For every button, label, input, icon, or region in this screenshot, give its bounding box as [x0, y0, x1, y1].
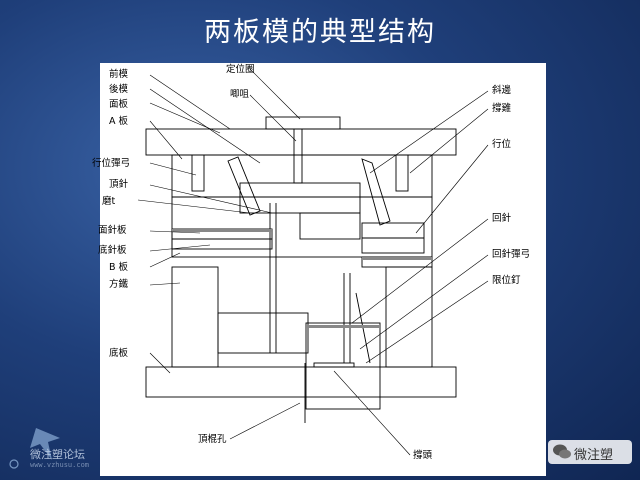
- label-angle-pin: 斜邊: [492, 85, 512, 96]
- page-title: 两板模的典型结构: [204, 17, 436, 48]
- support-pillar-shape: [313, 362, 355, 368]
- ejector-plate-shape: [171, 238, 273, 250]
- spacer-block-left-shape: [171, 266, 219, 368]
- label-front-mold: 前模: [109, 69, 129, 80]
- face-plate-shape: [145, 128, 457, 156]
- label-slider-spring: 行位彈弓: [92, 158, 131, 169]
- label-ejector-plate: 底針板: [98, 245, 127, 256]
- slider-spring-right-shape: [395, 154, 409, 192]
- bottom-plate-shape: [145, 366, 457, 398]
- spacer-block-right-shape: [385, 266, 433, 368]
- forum-url: www.vzhusu.com: [30, 461, 90, 469]
- label-sprue: 唧咀: [230, 89, 250, 100]
- angle-pin-right-shape: [361, 158, 391, 226]
- label-stop-pin: 限位釘: [492, 275, 521, 286]
- forum-logo-icon: [9, 428, 60, 469]
- label-return-pin: 回針: [492, 213, 512, 224]
- label-return-spring: 回針彈弓: [492, 249, 531, 260]
- locating-ring-shape: [265, 116, 341, 130]
- forum-watermark: 微注塑论坛: [30, 448, 85, 461]
- drawing-sheet: 前模 後模 面板 A 板 行位彈弓 頂針 磨t 面針板 底針板 B 板 方鐵 底…: [92, 63, 546, 476]
- label-wear-plate: 磨t: [102, 196, 116, 207]
- label-a-plate: A 板: [109, 116, 129, 127]
- label-ejector-retainer-plate: 面針板: [98, 225, 127, 236]
- wechat-icon: [553, 444, 571, 459]
- label-face-plate: 面板: [109, 99, 129, 110]
- mold-structure-drawing: [137, 68, 489, 456]
- label-rear-mold: 後模: [109, 84, 129, 95]
- label-spacer-block: 方鐵: [109, 279, 129, 290]
- label-heel-block: 撐雞: [492, 103, 512, 114]
- label-locating-ring: 定位圈: [226, 64, 255, 75]
- label-slider: 行位: [492, 139, 512, 150]
- label-b-plate: B 板: [109, 262, 129, 273]
- label-ejector-pin: 頂針: [109, 179, 129, 190]
- label-bottom-plate: 底板: [109, 348, 129, 359]
- slider-spring-left-shape: [191, 154, 205, 192]
- wechat-label: 微注塑: [574, 448, 614, 463]
- wechat-watermark: 微注塑: [548, 440, 634, 466]
- b-plate-shape: [171, 196, 433, 258]
- label-ejector-hole: 頂棍孔: [198, 434, 227, 445]
- label-support-pillar: 撐頭: [413, 450, 433, 461]
- angle-pin-left-shape: [227, 156, 261, 216]
- sprue-shape: [293, 128, 303, 184]
